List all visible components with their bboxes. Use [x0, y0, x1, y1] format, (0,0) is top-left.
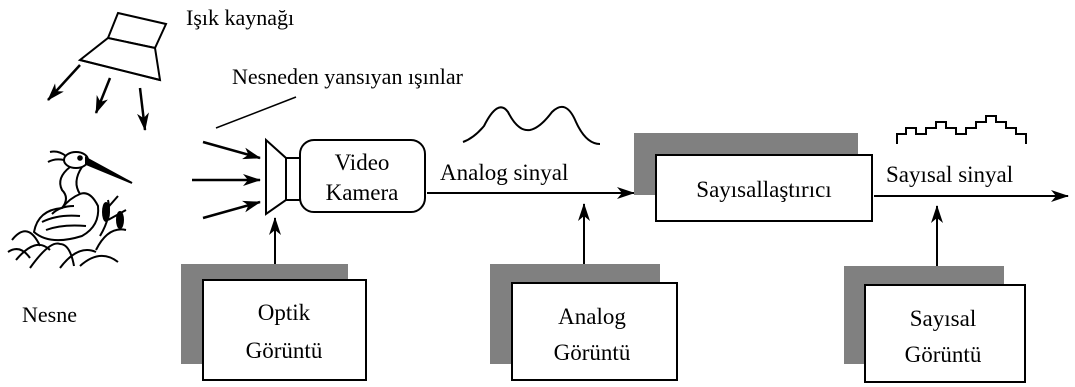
camera-label-line2: Kamera — [326, 180, 399, 205]
reflected-rays-label: Nesneden yansıyan ışınlar — [232, 64, 464, 89]
reflected-rays — [192, 140, 261, 220]
rays-callout-line — [215, 96, 297, 129]
analog-image-line2: Görüntü — [554, 340, 631, 365]
object-label: Nesne — [22, 302, 77, 327]
heron-icon — [7, 150, 133, 269]
analog-image-line1: Analog — [558, 304, 626, 329]
digitizer-label: Sayısallaştırıcı — [696, 177, 831, 202]
digitizer-box: Sayısallaştırıcı — [655, 154, 873, 222]
optical-image-line2: Görüntü — [246, 338, 323, 363]
analog-signal-label: Analog sinyal — [440, 160, 568, 185]
analog-waveform-icon — [462, 105, 601, 145]
digital-waveform-icon — [896, 115, 1027, 144]
optical-image-box: Optik Görüntü — [202, 279, 367, 381]
camera-label-line1: Video — [335, 150, 390, 175]
digital-image-line1: Sayısal — [910, 306, 976, 331]
lamp-icon — [77, 11, 168, 82]
video-camera-box: Video Kamera — [299, 139, 426, 213]
camera-lens-icon — [265, 137, 301, 216]
digital-image-box: Sayısal Görüntü — [864, 284, 1026, 383]
optical-image-line1: Optik — [258, 300, 311, 325]
light-rays — [47, 64, 149, 131]
analog-image-box: Analog Görüntü — [511, 282, 678, 381]
digital-signal-label: Sayısal sinyal — [886, 162, 1013, 187]
digital-image-line2: Görüntü — [905, 342, 982, 367]
light-source-label: Işık kaynağı — [186, 5, 294, 30]
